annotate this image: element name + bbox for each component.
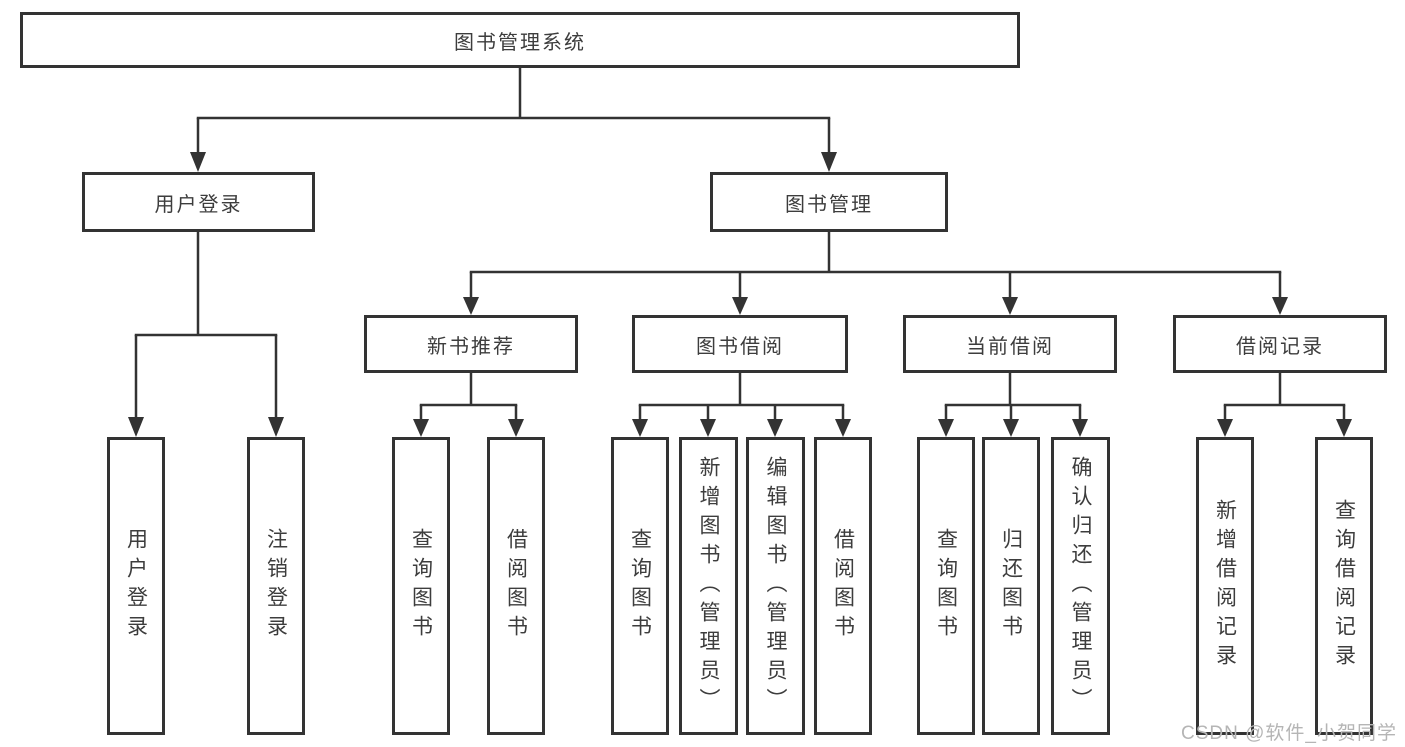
node-leaf-query-books-2: 查询图书 bbox=[611, 437, 669, 735]
connector-book-management-children bbox=[463, 230, 1288, 315]
node-leaf-borrow-books-2: 借阅图书 bbox=[814, 437, 872, 735]
connector-new-book-children bbox=[413, 371, 524, 437]
node-leaf-add-borrow-record: 新增借阅记录 bbox=[1196, 437, 1254, 735]
node-leaf-add-book-admin: 新增图书（管理员） bbox=[679, 437, 738, 735]
node-leaf-query-books-3: 查询图书 bbox=[917, 437, 975, 735]
node-box-root-system: 图书管理系统 bbox=[20, 12, 1020, 68]
watermark: CSDN @软件_小贺同学 bbox=[1181, 723, 1397, 744]
connector-user-login-children bbox=[128, 230, 284, 437]
node-box-book-borrow: 图书借阅 bbox=[632, 315, 848, 373]
connector-current-borrow-children bbox=[938, 371, 1088, 437]
node-leaf-query-borrow-record: 查询借阅记录 bbox=[1315, 437, 1373, 735]
node-leaf-confirm-return-admin: 确认归还（管理员） bbox=[1051, 437, 1110, 735]
node-box-new-book-recommend: 新书推荐 bbox=[364, 315, 578, 373]
node-box-book-management: 图书管理 bbox=[710, 172, 948, 232]
node-leaf-borrow-books-1: 借阅图书 bbox=[487, 437, 545, 735]
connector-book-borrow-children bbox=[632, 371, 851, 437]
node-leaf-return-book: 归还图书 bbox=[982, 437, 1040, 735]
node-leaf-query-books-1: 查询图书 bbox=[392, 437, 450, 735]
connector-borrow-records-children bbox=[1217, 371, 1352, 437]
node-box-user-login: 用户登录 bbox=[82, 172, 315, 232]
node-leaf-user-login: 用户登录 bbox=[107, 437, 165, 735]
node-box-current-borrow: 当前借阅 bbox=[903, 315, 1117, 373]
node-box-borrow-records: 借阅记录 bbox=[1173, 315, 1387, 373]
node-leaf-logout: 注销登录 bbox=[247, 437, 305, 735]
connector-root-to-level2 bbox=[190, 66, 837, 172]
node-leaf-edit-book-admin: 编辑图书（管理员） bbox=[746, 437, 805, 735]
